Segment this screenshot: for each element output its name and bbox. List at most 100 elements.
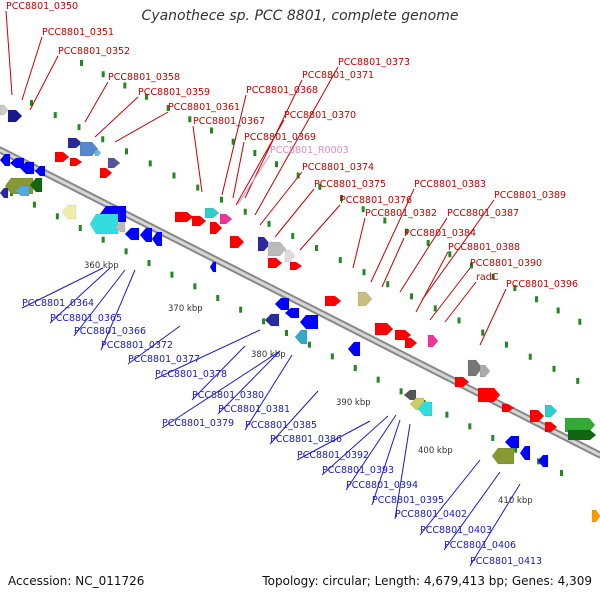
forward-gene-label: PCC8801_0396 — [506, 279, 578, 290]
reverse-gene-label: PCC8801_0392 — [297, 450, 369, 461]
reverse-gene-label: PCC8801_0393 — [322, 465, 394, 476]
reverse-gene-label-leader — [191, 345, 246, 401]
forward-gene-label-leader — [29, 55, 59, 111]
reverse-gene-label-leader — [161, 350, 281, 429]
track-tick — [53, 112, 57, 119]
reverse-gene-label-leader — [394, 423, 411, 520]
reverse-gene-label: PCC8801_0402 — [395, 509, 467, 520]
reverse-gene-label-leader — [127, 325, 181, 365]
track-tick — [285, 330, 288, 336]
gene-glyph — [19, 161, 35, 175]
reverse-gene-label-leader — [345, 414, 397, 491]
forward-gene-label-leader — [114, 111, 169, 143]
gene-glyph — [257, 236, 271, 252]
forward-gene-label: PCC8801_0351 — [42, 27, 114, 38]
track-tick — [383, 217, 387, 224]
forward-gene-label: PCC8801_0373 — [338, 57, 410, 68]
gene-glyph — [219, 213, 233, 225]
gene-glyph — [139, 227, 153, 243]
forward-gene-label: radC — [476, 272, 499, 283]
reverse-gene-label: PCC8801_0395 — [372, 495, 444, 506]
track-tick — [267, 220, 271, 227]
gene-glyph — [89, 213, 119, 235]
track-tick — [77, 124, 81, 131]
gene-glyph — [294, 329, 308, 345]
genome-summary-text: Topology: circular; Length: 4,679,413 bp… — [262, 574, 592, 588]
backbone-inner — [0, 148, 600, 457]
forward-gene-label: PCC8801_0359 — [138, 87, 210, 98]
gene-glyph — [284, 307, 300, 319]
gene-glyph — [204, 207, 220, 219]
track-tick — [552, 365, 556, 372]
forward-gene-label-leader — [21, 36, 43, 101]
forward-gene-label: PCC8801_0358 — [108, 72, 180, 83]
reverse-gene-label-leader — [21, 267, 104, 309]
reverse-gene-label: PCC8801_0406 — [444, 540, 516, 551]
gene-glyph — [427, 334, 439, 348]
gene-glyph — [529, 409, 545, 423]
track-tick — [513, 285, 517, 291]
scale-tick-label: 400 kbp — [418, 446, 453, 456]
track-tick — [166, 105, 170, 111]
forward-gene-label: PCC8801_0369 — [244, 132, 316, 143]
track-tick — [481, 329, 485, 336]
forward-gene-label: PCC8801_0368 — [246, 85, 318, 96]
track-tick — [338, 257, 342, 264]
track-tick — [576, 377, 580, 384]
reverse-gene-label-leader — [217, 350, 281, 415]
gene-glyph — [209, 221, 223, 235]
gene-glyph — [567, 429, 597, 441]
forward-gene-label: PCC8801_0370 — [284, 110, 356, 121]
forward-gene-label-leader — [259, 171, 303, 226]
reverse-gene-label: PCC8801_0394 — [346, 480, 418, 491]
track-tick — [275, 161, 278, 168]
gene-glyph — [174, 211, 194, 223]
track-tick — [196, 184, 200, 191]
gene-glyph — [114, 221, 126, 233]
reverse-gene-label: PCC8801_0403 — [420, 525, 492, 536]
gene-glyph — [124, 227, 140, 241]
forward-gene-label: PCC8801_0376 — [340, 195, 412, 206]
gene-glyph — [69, 157, 83, 167]
track-tick — [505, 341, 508, 348]
reverse-gene-label: PCC8801_0380 — [192, 390, 264, 401]
forward-gene-label-leader — [399, 217, 448, 293]
gene-glyph — [544, 404, 558, 418]
gene-glyph — [107, 157, 121, 169]
track-tick — [172, 172, 176, 179]
track-tick — [210, 127, 213, 134]
reverse-gene-label: PCC8801_0377 — [128, 354, 200, 365]
forward-gene-label-leader — [429, 267, 471, 321]
gene-glyph — [289, 261, 303, 271]
track-tick — [188, 116, 192, 123]
forward-gene-label: PCC8801_0367 — [193, 116, 265, 127]
scale-tick-label: 370 kbp — [168, 304, 203, 314]
gene-glyph — [403, 389, 417, 401]
gene-glyph — [29, 177, 43, 193]
scale-tick-label: 380 kbp — [251, 350, 286, 360]
gene-glyph — [264, 313, 280, 327]
reverse-gene-label-leader — [371, 419, 401, 506]
forward-gene-label: PCC8801_0382 — [365, 208, 437, 219]
gene-glyph — [209, 261, 217, 273]
reverse-gene-label: PCC8801_0364 — [22, 298, 94, 309]
track-tick — [556, 307, 560, 314]
gene-glyph — [94, 149, 102, 157]
forward-gene-label-leader — [274, 188, 315, 238]
track-tick — [123, 82, 127, 89]
track-tick — [470, 262, 473, 269]
track-tick — [491, 273, 495, 280]
gene-glyph — [7, 109, 23, 123]
forward-gene-label-leader — [94, 96, 139, 138]
gene-glyph — [537, 454, 549, 468]
track-tick — [101, 236, 105, 243]
forward-gene-label-leader — [421, 199, 495, 301]
gene-glyph — [267, 241, 287, 257]
track-tick — [148, 160, 152, 167]
forward-gene-label-leader — [381, 237, 405, 288]
forward-gene-label-leader — [370, 188, 415, 283]
gene-glyph — [191, 215, 207, 227]
forward-gene-label-leader — [444, 281, 477, 323]
gene-glyph — [467, 359, 483, 377]
